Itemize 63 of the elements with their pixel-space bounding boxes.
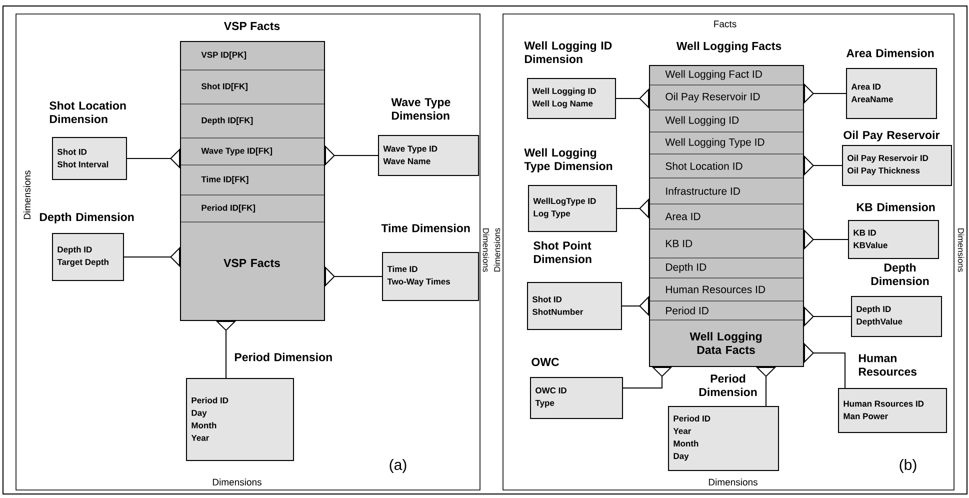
dimension-box: Period ID Day Month Year xyxy=(186,378,294,461)
field-name: Well Logging Fact ID xyxy=(665,70,762,80)
field-name: KB ID xyxy=(666,240,692,248)
dimension-heading: Wave Type Dimension xyxy=(391,98,450,120)
dimension-box: Wave Type ID Wave Name xyxy=(378,135,479,176)
dimension-heading: Shot Location Dimension xyxy=(50,101,126,124)
dimension-box: Human Rsources ID Man Power xyxy=(838,388,947,433)
field-name: Depth ID[FK] xyxy=(202,117,253,125)
dimension-heading: Shot Point Dimension xyxy=(534,241,592,264)
field-name: Shot ID[FK] xyxy=(201,83,248,91)
field-name: Well Logging Type ID xyxy=(665,138,764,148)
table-label: Well Logging Data Facts xyxy=(690,332,762,354)
caption-label: Dimensions xyxy=(212,478,262,486)
caption-label: Dimensions xyxy=(482,228,490,272)
field-name: Period ID[FK] xyxy=(202,204,256,212)
field-name: Shot Location ID xyxy=(666,162,742,170)
field-name: Human Resources ID xyxy=(666,286,766,294)
field-name: Time ID[FK] xyxy=(201,176,248,184)
caption-label: Dimensions xyxy=(958,228,964,272)
field-name: Period ID xyxy=(666,306,708,314)
dimension-box: Oil Pay Reservoir ID Oil Pay Thickness xyxy=(842,145,952,186)
dimension-heading: OWC xyxy=(532,358,559,366)
dimension-box: KB ID KBValue xyxy=(848,220,939,259)
field-name: Area ID xyxy=(665,212,700,220)
dimension-box: OWC ID Type xyxy=(530,377,623,419)
caption-label: Dimensions xyxy=(24,170,30,220)
dimension-heading: Oil Pay Reservoir xyxy=(844,130,940,142)
node-label: Period ID xyxy=(674,415,710,422)
dimension-heading: Period Dimension xyxy=(699,374,757,396)
field-name: VSP ID[PK] xyxy=(201,52,246,60)
field-name: Wave Type ID[FK] xyxy=(201,148,272,156)
dimension-heading: Time Dimension xyxy=(381,224,470,232)
dimension-box: Area ID AreaName xyxy=(846,68,937,119)
dimension-box: Shot ID Shot Interval xyxy=(52,137,127,180)
table-heading: VSP Facts xyxy=(224,22,280,30)
caption-label: Facts xyxy=(714,20,736,28)
dimension-box: Well Logging ID Well Log Name xyxy=(527,78,616,119)
dimension-box: Period ID Year Month Day xyxy=(668,406,779,471)
field-name: Infrastructure ID xyxy=(666,187,740,195)
dimension-heading: Human Resources xyxy=(858,354,917,376)
table-heading: Well Logging Facts xyxy=(676,42,782,52)
node-label: Year xyxy=(673,428,692,434)
dimension-heading: KB Dimension xyxy=(856,202,935,212)
field-name: Oil Pay Reservoir ID xyxy=(666,92,760,102)
dimension-box: Depth ID DepthValue xyxy=(851,296,942,337)
caption-label: (a) xyxy=(390,459,406,473)
dimension-box: WellLogType ID Log Type xyxy=(528,185,617,232)
table-label: VSP Facts xyxy=(224,258,280,268)
dimension-heading: Well Logging Type Dimension xyxy=(524,148,612,172)
dimension-box: Depth ID Target Depth xyxy=(52,233,124,281)
dimension-box: Shot ID ShotNumber xyxy=(527,282,622,330)
node-label: Month xyxy=(674,440,698,447)
dimension-heading: Depth Dimension xyxy=(40,212,134,224)
caption-label: Dimensions xyxy=(494,228,500,272)
dimension-heading: Well Logging ID Dimension xyxy=(524,41,612,64)
dimension-heading: Period Dimension xyxy=(234,352,332,362)
dimension-box: Time ID Two-Way Times xyxy=(382,252,479,301)
dimension-heading: Depth Dimension xyxy=(871,263,929,286)
field-name: Well Logging ID xyxy=(665,116,739,126)
node-label: Day xyxy=(674,453,689,461)
field-name: Depth ID xyxy=(666,263,706,273)
caption-label: (b) xyxy=(900,459,916,473)
dimension-heading: Area Dimension xyxy=(846,48,934,58)
